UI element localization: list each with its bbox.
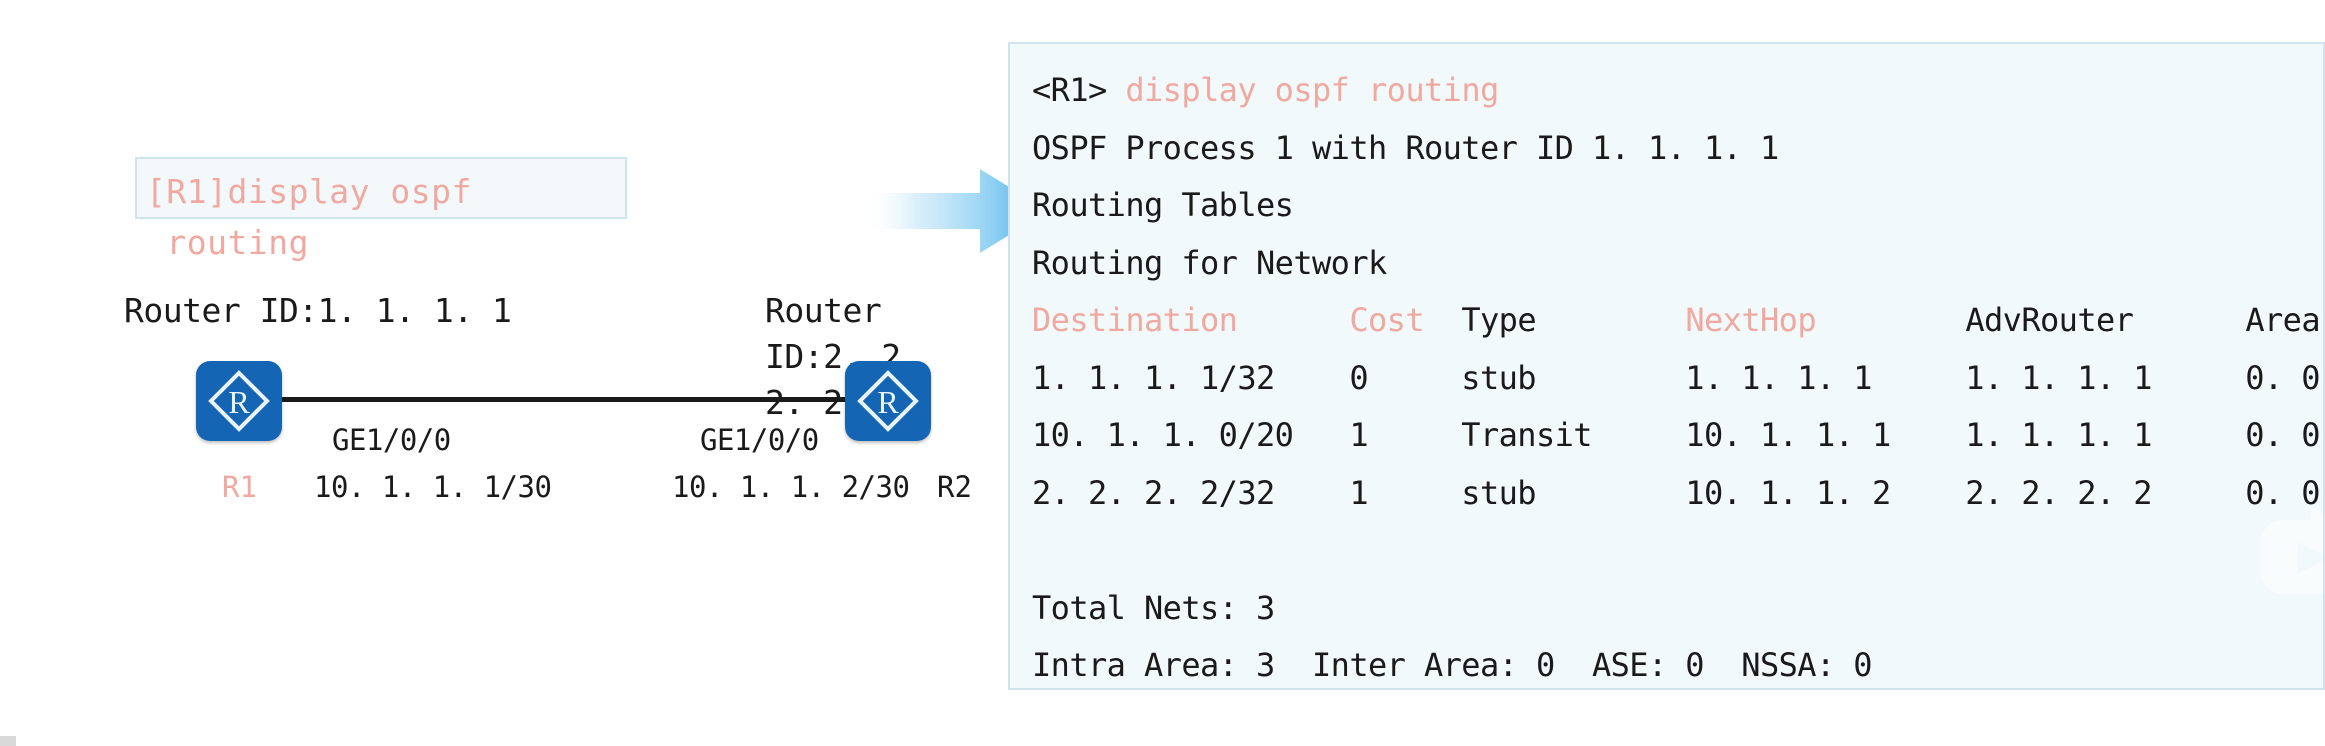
left-router-id-label: Router ID:1. 1. 1. 1 [124, 291, 512, 330]
terminal-text: <R1> display ospf routing OSPF Process 1… [1032, 71, 2325, 684]
right-interface-address: 10. 1. 1. 2/30 [672, 470, 910, 504]
router-icon: R [857, 370, 919, 432]
left-interface-address: 10. 1. 1. 1/30 [314, 470, 552, 504]
ethernet-link-line [278, 397, 848, 402]
bottom-left-marker [0, 736, 16, 746]
left-router-name-label: R1 [222, 470, 257, 504]
network-diagram: [R1]display ospf routing Router ID:1. 1.… [0, 0, 1048, 746]
left-interface-name: GE1/0/0 [332, 423, 451, 457]
svg-text:R: R [228, 384, 250, 420]
flow-arrow-right-icon [864, 169, 1048, 253]
router-icon-r2[interactable]: R [845, 361, 931, 441]
router-icon-r1[interactable]: R [196, 361, 282, 441]
right-router-name-label: R2 [937, 470, 972, 504]
command-callout-box [135, 157, 627, 219]
svg-text:R: R [877, 384, 899, 420]
command-callout-text: [R1]display ospf routing [146, 172, 472, 262]
terminal-output-panel: <R1> display ospf routing OSPF Process 1… [1008, 42, 2325, 690]
router-icon: R [208, 370, 270, 432]
watermark-logo-icon [2261, 507, 2323, 594]
right-interface-name: GE1/0/0 [700, 423, 819, 457]
